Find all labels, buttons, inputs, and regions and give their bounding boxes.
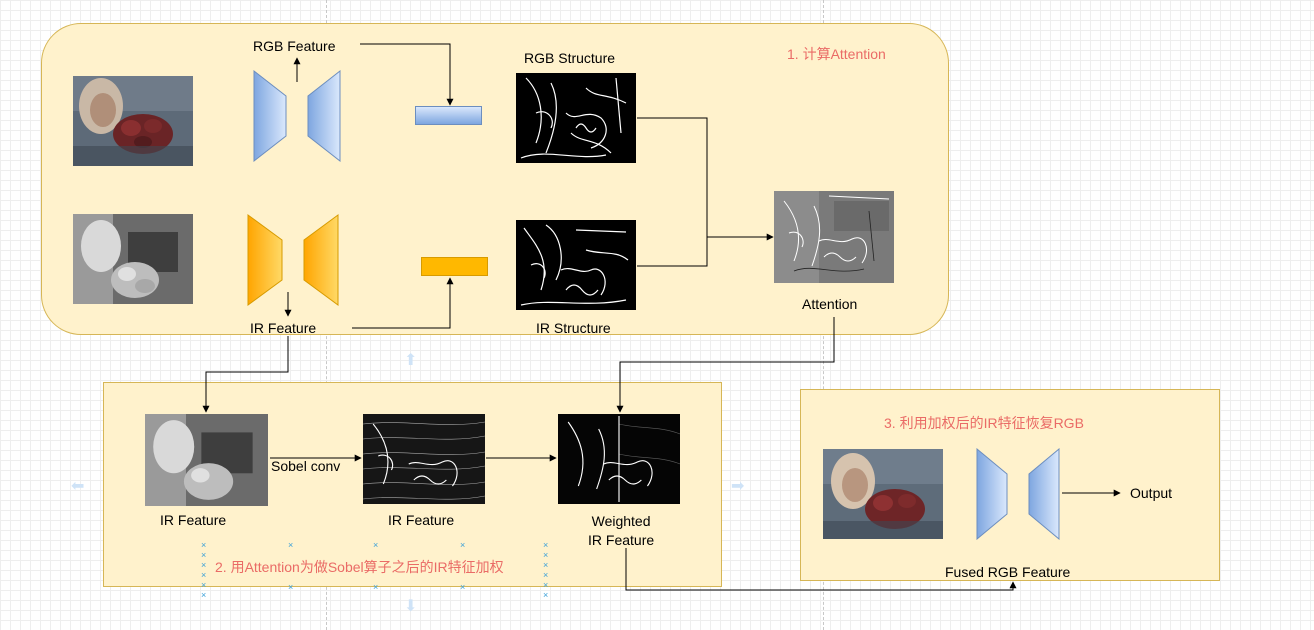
weighted-label-line2: IR Feature [588,532,655,548]
ir-encoder-decoder [246,214,340,306]
selection-handle[interactable]: × [288,540,294,550]
stage3-title: 3. 利用加权后的IR特征恢复RGB [884,415,1084,431]
rgb-structure-image [516,73,636,163]
ir-input-image [73,214,193,304]
attention-label: Attention [802,296,858,312]
ir-structure-label: IR Structure [536,320,611,336]
ir-feature-label: IR Feature [250,320,317,336]
sobel-conv-label: Sobel conv [271,458,341,474]
sobel-ir-feature-image [363,414,485,504]
fused-rgb-feature-label: Fused RGB Feature [945,564,1071,580]
expand-left-icon[interactable]: ⬅ [71,478,85,495]
fused-rgb-image [823,449,943,539]
ir-structure-image [516,220,636,310]
expand-right-icon[interactable]: ➡ [731,478,745,495]
weighted-ir-feature-label: Weighted IR Feature [588,512,654,550]
weighted-ir-feature-image [558,414,680,504]
selection-handle[interactable]: × [373,582,379,592]
stage2-title: 2. 用Attention为做Sobel算子之后的IR特征加权 [215,559,504,575]
rgb-encoder-decoder [252,70,342,162]
selection-handle[interactable]: × [373,540,379,550]
rgb-feature-label: RGB Feature [253,38,336,54]
selection-handle[interactable]: × [460,540,466,550]
selection-handle-group[interactable]: ×××××× [543,540,549,600]
fusion-encoder-decoder [975,448,1061,540]
ir-feature-sobel-label: IR Feature [388,512,455,528]
selection-handle-group[interactable]: ×××××× [201,540,207,600]
rgb-input-image [73,76,193,166]
stage1-title: 1. 计算Attention [787,46,886,62]
output-label: Output [1130,485,1173,501]
ir-feature-input-label: IR Feature [160,512,227,528]
rgb-structure-label: RGB Structure [524,50,616,66]
weighted-label-line1: Weighted [591,513,651,529]
expand-down-icon[interactable]: ⬇ [404,598,418,615]
attention-map-image [774,191,894,283]
ir-feature-image [145,414,268,506]
rgb-feature-bar [415,106,482,125]
ir-feature-bar [421,257,488,276]
selection-handle[interactable]: × [460,582,466,592]
expand-up-icon[interactable]: ⬆ [404,352,418,369]
selection-handle[interactable]: × [288,582,294,592]
